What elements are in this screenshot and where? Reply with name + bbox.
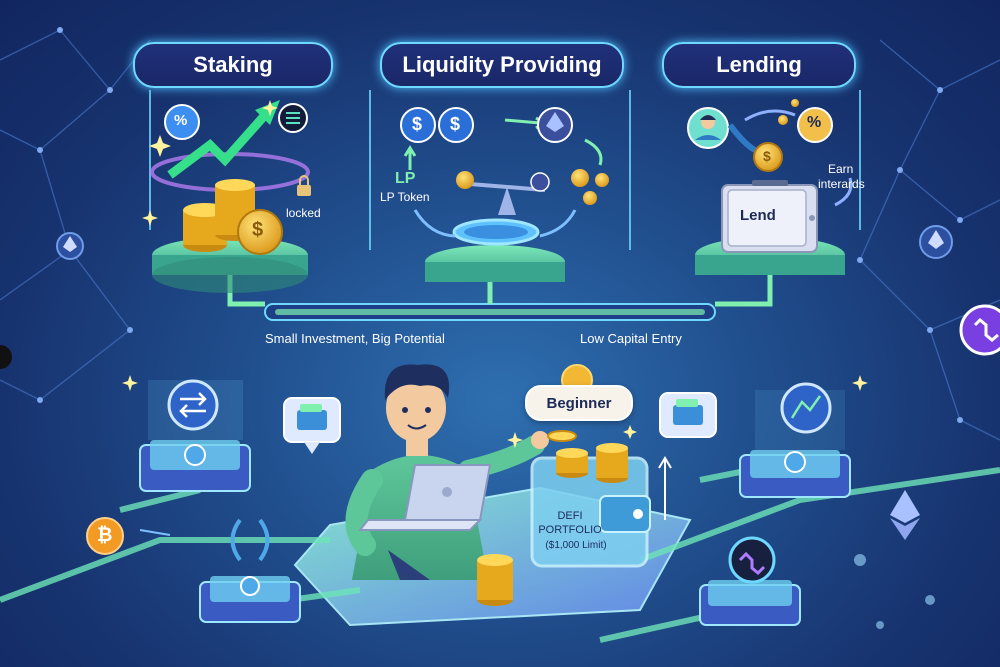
lending-title: Lending bbox=[662, 42, 856, 88]
chart-icon bbox=[780, 382, 832, 434]
liquidity-title: Liquidity Providing bbox=[380, 42, 624, 88]
percent-glyph-staking: % bbox=[174, 112, 188, 129]
ethereum-icon-floor bbox=[890, 490, 920, 523]
earn-label-1: Earn bbox=[828, 162, 854, 176]
dollar-coin bbox=[237, 209, 283, 255]
percent-glyph-lending: % bbox=[807, 114, 822, 131]
node-left-bottom bbox=[199, 576, 301, 623]
lp-label: LP bbox=[395, 170, 416, 187]
wallet-line-1: DEFI bbox=[557, 510, 583, 522]
wallet-line-3: ($1,000 Limit) bbox=[545, 540, 607, 551]
network-lines bbox=[0, 29, 1000, 441]
swap-icon bbox=[167, 379, 219, 431]
sparkles bbox=[122, 100, 868, 448]
lend-label: Lend bbox=[740, 207, 776, 224]
beginner-badge: Beginner bbox=[525, 385, 633, 421]
panel-frames bbox=[149, 90, 861, 250]
staking-title: Staking bbox=[133, 42, 333, 88]
refresh-icon bbox=[230, 518, 270, 562]
polygon-icon-right bbox=[959, 304, 1000, 356]
dollar-glyph-lending: $ bbox=[763, 148, 771, 164]
percent-badge-lend bbox=[797, 107, 833, 143]
laptop-icon bbox=[357, 464, 492, 531]
wallet-coins bbox=[547, 430, 628, 483]
dollar-glyph-usdc-2: $ bbox=[450, 114, 461, 134]
percent-bubble bbox=[164, 104, 200, 140]
caption-small-investment: Small Investment, Big Potential bbox=[265, 331, 445, 346]
liquidity-platform bbox=[425, 245, 565, 282]
node-right-bottom bbox=[699, 580, 801, 626]
lend-coin bbox=[753, 142, 783, 172]
usdc-coin-2 bbox=[438, 107, 474, 143]
defi-wallet bbox=[530, 456, 651, 568]
dollar-glyph-usdc-1: $ bbox=[412, 114, 423, 134]
caption-low-capital: Low Capital Entry bbox=[580, 331, 682, 346]
partial-coin-left bbox=[0, 345, 12, 369]
usdc-coin-1 bbox=[400, 107, 436, 143]
lp-token-label: LP Token bbox=[380, 190, 430, 204]
bitcoin-glyph: ₿ bbox=[97, 525, 113, 546]
bitcoin-coin bbox=[86, 517, 124, 555]
balance-scale bbox=[469, 182, 546, 192]
locked-label: locked bbox=[286, 206, 321, 220]
earn-label-2: interards bbox=[818, 177, 865, 191]
lock-icon bbox=[297, 185, 311, 196]
dollar-glyph-staking: $ bbox=[252, 219, 264, 241]
staking-platform bbox=[152, 237, 308, 293]
floor-coin-stack bbox=[477, 554, 513, 606]
wallet-line-2: PORTFOLIO bbox=[538, 524, 602, 536]
